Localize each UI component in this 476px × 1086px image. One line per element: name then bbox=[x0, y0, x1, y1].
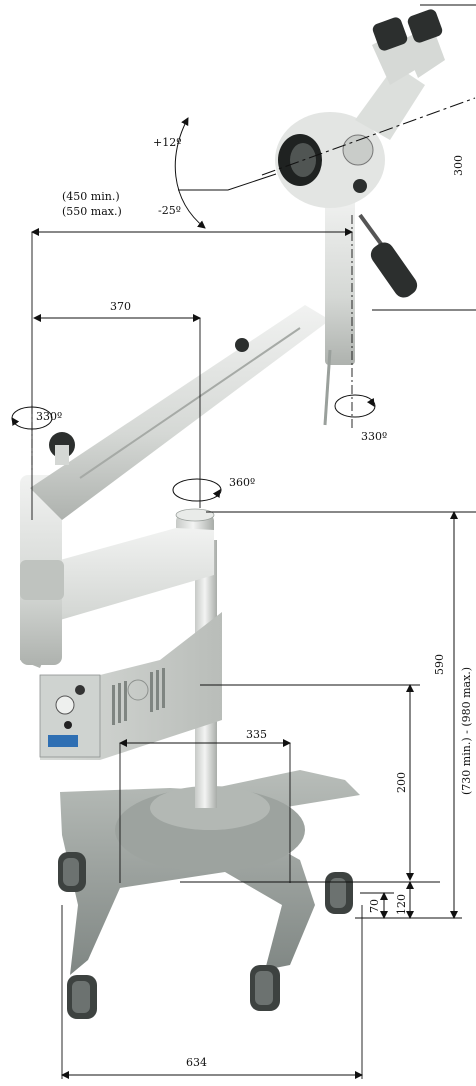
dimension-labels: +12º -25º (450 min.) (550 max.) 300 370 … bbox=[36, 136, 473, 1069]
rotation-right-label: 330º bbox=[361, 430, 387, 443]
wheel-height-label: 70 bbox=[368, 899, 381, 913]
tilt-reference-line bbox=[178, 173, 277, 191]
base-span-label: 335 bbox=[246, 728, 267, 741]
rotation-left-label: 330º bbox=[36, 410, 62, 423]
tilt-arc bbox=[174, 117, 206, 229]
main-arm bbox=[30, 305, 330, 520]
column-height-label: 590 bbox=[433, 654, 446, 675]
arm-length-label: 370 bbox=[110, 300, 131, 313]
lower-arm bbox=[20, 475, 214, 668]
reach-min-label: (450 min.) bbox=[62, 190, 120, 203]
rotation-left-arrow bbox=[11, 417, 20, 427]
focus-handle bbox=[358, 213, 418, 298]
optical-axis-line bbox=[261, 97, 476, 176]
device-illustration bbox=[20, 9, 445, 1019]
head-bracket bbox=[323, 195, 355, 426]
caster-front-right bbox=[325, 872, 353, 914]
reach-max-label: (550 max.) bbox=[62, 205, 122, 218]
casters bbox=[58, 852, 353, 1019]
tilt-up-label: +12º bbox=[153, 136, 181, 149]
binocular-eyepieces bbox=[372, 9, 445, 85]
caster-rear-left bbox=[67, 975, 97, 1019]
base-width-label: 634 bbox=[186, 1056, 207, 1069]
rotation-column-ellipse bbox=[172, 478, 222, 502]
base bbox=[60, 770, 360, 975]
total-height-label: (730 min.) - (980 max.) bbox=[460, 667, 473, 795]
caster-front-left bbox=[58, 852, 86, 892]
eyepiece-height-label: 300 bbox=[452, 155, 465, 176]
control-box bbox=[39, 612, 222, 760]
dimension-lines bbox=[11, 4, 476, 1079]
rotation-column-arrow bbox=[212, 489, 221, 499]
tilt-down-label: -25º bbox=[158, 204, 181, 217]
base-height-label: 120 bbox=[395, 894, 408, 915]
pole-height-label: 200 bbox=[395, 772, 408, 793]
optical-head bbox=[275, 65, 425, 208]
rotation-right-ellipse bbox=[334, 394, 376, 418]
rotation-right-arrow bbox=[366, 397, 375, 407]
rotation-column-label: 360º bbox=[229, 476, 255, 489]
caster-rear-right bbox=[250, 965, 280, 1011]
